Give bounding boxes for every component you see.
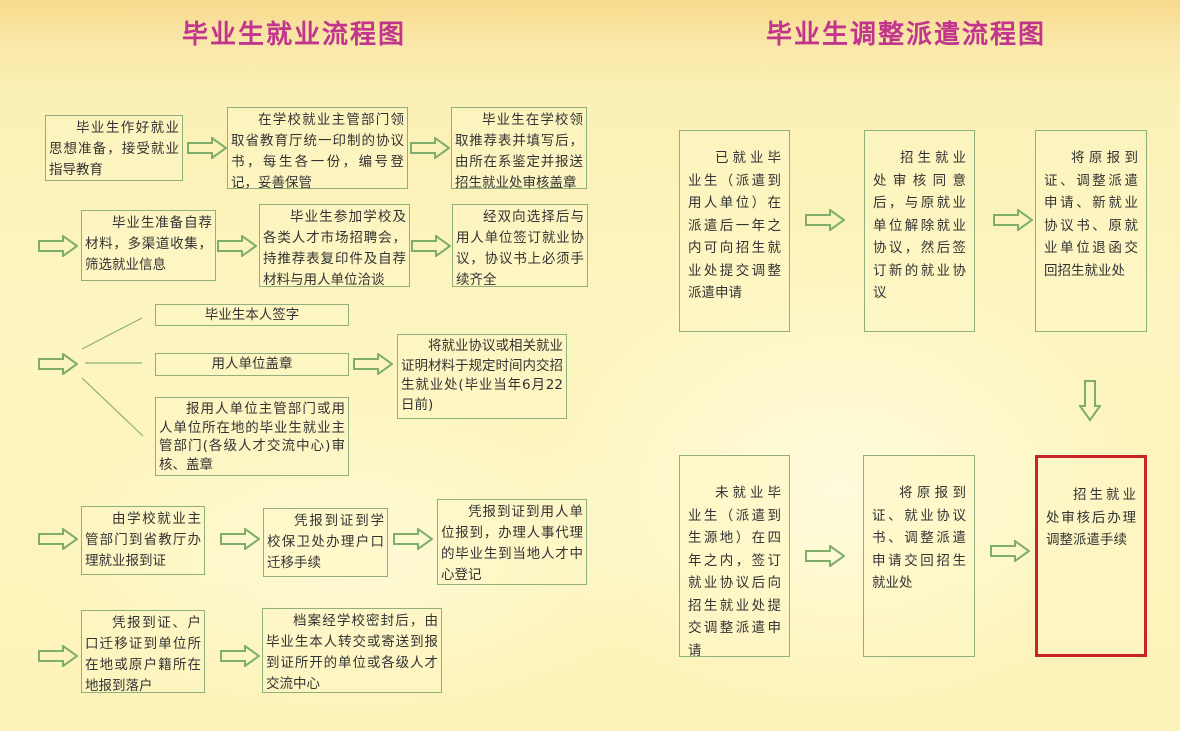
right-arrow-icon xyxy=(805,544,846,568)
step-box: 凭报到证到学校保卫处办理户口迁移手续 xyxy=(263,508,388,577)
right-arrow-icon xyxy=(38,527,79,551)
right-arrow-icon xyxy=(410,136,451,160)
review-box: 报用人单位主管部门或用人单位所在地的毕业生就业主管部门(各级人才交流中心)审核、… xyxy=(155,397,349,476)
adjust-step-box: 招生就业处审核同意后，与原就业单位解除就业协议，然后签订新的就业协议 xyxy=(864,130,975,332)
step-box: 毕业生作好就业思想准备，接受就业指导教育 xyxy=(45,115,183,181)
right-arrow-icon xyxy=(805,208,846,232)
step-box: 毕业生在学校领取推荐表并填写后，由所在系鉴定并报送招生就业处审核盖章 xyxy=(451,107,587,191)
adjust-step-box: 将原报到证、就业协议书、调整派遣申请交回招生就业处 xyxy=(863,455,975,657)
adjust-step-box: 将原报到证、调整派遣申请、新就业协议书、原就业单位退函交回招生就业处 xyxy=(1035,130,1147,332)
submit-box: 将就业协议或相关就业证明材料于规定时间内交招生就业处(毕业当年6月22日前) xyxy=(397,334,567,419)
left-title: 毕业生就业流程图 xyxy=(182,20,407,50)
step-box: 毕业生参加学校及各类人才市场招聘会，持推荐表复印件及自荐材料与用人单位洽谈 xyxy=(259,204,410,288)
right-arrow-icon xyxy=(990,539,1031,563)
right-arrow-icon xyxy=(217,234,258,258)
right-arrow-icon xyxy=(187,136,228,160)
right-arrow-icon xyxy=(393,527,434,551)
right-title: 毕业生调整派遣流程图 xyxy=(766,20,1047,50)
right-arrow-icon xyxy=(411,234,452,258)
step-box: 由学校就业主管部门到省教厅办理就业报到证 xyxy=(81,506,205,575)
right-arrow-icon xyxy=(220,527,261,551)
step-box: 凭报到证到用人单位报到，办理人事代理的毕业生到当地人才中心登记 xyxy=(437,499,587,585)
step-box: 档案经学校密封后，由毕业生本人转交或寄送到报到证所开的单位或各级人才交流中心 xyxy=(262,608,442,693)
adjust-step-box: 未就业毕业生（派遣到生源地）在四年之内，签订就业协议后向招生就业处提交调整派遣申… xyxy=(679,455,790,659)
final-step-box: 招生就业处审核后办理调整派遣手续 xyxy=(1035,455,1147,657)
step-box: 凭报到证、户口迁移证到单位所在地或原户籍所在地报到落户 xyxy=(81,610,205,694)
step-box: 毕业生准备自荐材料，多渠道收集，筛选就业信息 xyxy=(81,210,216,281)
down-arrow-icon xyxy=(1078,380,1102,422)
step-box: 在学校就业主管部门领取省教育厅统一印制的协议书，每生各一份，编号登记，妥善保管 xyxy=(227,107,408,191)
right-arrow-icon xyxy=(353,352,394,376)
right-arrow-icon xyxy=(38,234,79,258)
sign-box: 毕业生本人签字 xyxy=(155,304,349,326)
right-arrow-icon xyxy=(993,208,1034,232)
step-box: 经双向选择后与用人单位签订就业协议，协议书上必须手续齐全 xyxy=(452,204,588,288)
stamp-box: 用人单位盖章 xyxy=(155,353,349,376)
right-arrow-icon xyxy=(38,644,79,668)
right-arrow-icon xyxy=(38,352,79,376)
right-arrow-icon xyxy=(220,644,261,668)
adjust-step-box: 已就业毕业生（派遣到用人单位）在派遣后一年之内可向招生就业处提交调整派遣申请 xyxy=(679,130,790,332)
